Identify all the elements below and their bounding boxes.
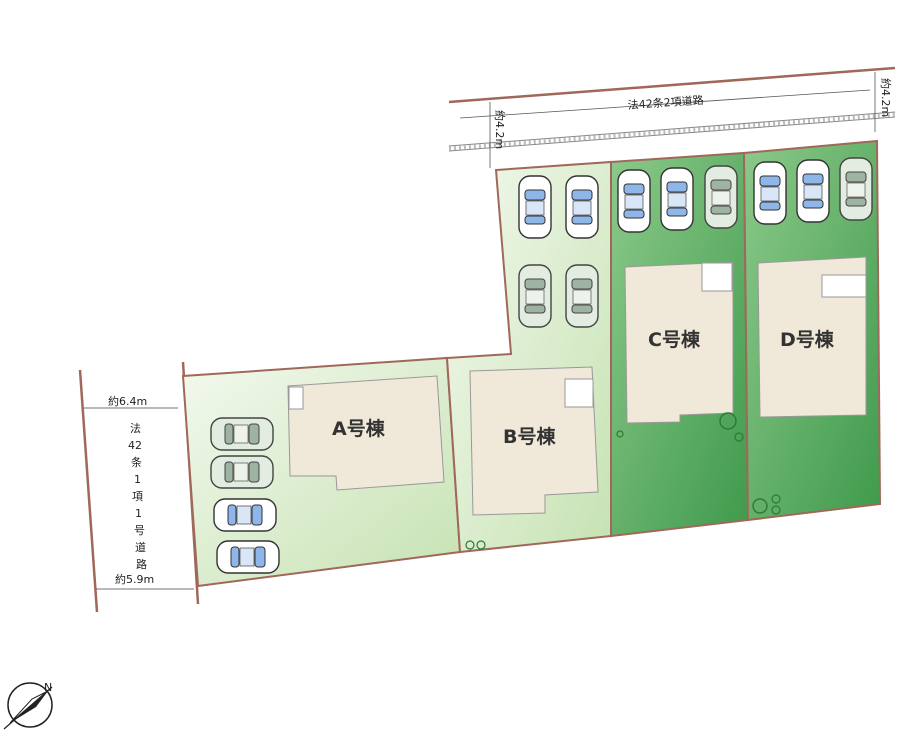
left-road-char-2: 42 bbox=[128, 439, 142, 452]
tree-c-1 bbox=[719, 412, 737, 430]
car-b-3 bbox=[518, 264, 552, 328]
house-a-label: A号棟 bbox=[332, 417, 386, 440]
car-b-2 bbox=[565, 175, 599, 239]
left-road-char-3: 条 bbox=[131, 455, 142, 469]
lot-a: A号棟 bbox=[181, 356, 462, 588]
house-d-label: D号棟 bbox=[780, 328, 835, 351]
shrub-b-1 bbox=[465, 540, 475, 550]
left-road-width-top: 約6.4m bbox=[108, 394, 147, 408]
left-road-width-bottom: 約5.9m bbox=[115, 572, 154, 586]
house-b-label: B号棟 bbox=[503, 425, 556, 448]
left-road: 約6.4m 約5.9m 法 42 条 1 項 1 号 道 路 bbox=[78, 361, 200, 613]
car-d-1 bbox=[753, 161, 787, 225]
car-d-3 bbox=[839, 157, 873, 221]
lot-c: C号棟 bbox=[610, 151, 750, 538]
car-c-2 bbox=[660, 167, 694, 231]
car-a-3 bbox=[213, 498, 277, 532]
car-a-1 bbox=[210, 417, 274, 451]
svg-text:N: N bbox=[44, 681, 52, 694]
house-c-label: C号棟 bbox=[648, 328, 701, 351]
top-road-width-right: 約4.2m bbox=[879, 78, 893, 117]
left-road-char-5: 項 bbox=[132, 490, 143, 503]
car-c-3 bbox=[704, 165, 738, 229]
tree-d-1 bbox=[752, 498, 768, 514]
car-b-4 bbox=[565, 264, 599, 328]
top-road-name: 法42条2項道路 bbox=[627, 93, 704, 112]
left-road-name: 法 42 条 1 項 1 号 道 路 bbox=[128, 421, 147, 571]
left-road-char-4: 1 bbox=[134, 473, 141, 486]
lot-b: B号棟 bbox=[445, 160, 612, 554]
left-road-char-9: 路 bbox=[136, 558, 147, 571]
left-road-char-7: 号 bbox=[134, 524, 145, 537]
top-road-width-left: 約4.2m bbox=[493, 110, 507, 149]
car-a-2 bbox=[210, 455, 274, 489]
shrub-c-1 bbox=[616, 430, 624, 438]
house-c-footprint bbox=[624, 261, 734, 424]
left-road-char-6: 1 bbox=[135, 507, 142, 520]
lot-d: D号棟 bbox=[742, 139, 882, 522]
shrub-b-2 bbox=[476, 540, 486, 550]
north-arrow-icon: N bbox=[3, 681, 53, 730]
car-b-1 bbox=[518, 175, 552, 239]
tree-c-2 bbox=[734, 432, 744, 442]
top-road: 法42条2項道路 約4.2m 約4.2m bbox=[448, 66, 896, 168]
car-d-2 bbox=[796, 159, 830, 223]
house-a-footprint bbox=[287, 375, 445, 491]
left-road-char-8: 道 bbox=[135, 540, 146, 554]
tree-d-3 bbox=[771, 505, 781, 515]
car-a-4 bbox=[216, 540, 280, 574]
left-road-char-1: 法 bbox=[130, 421, 141, 435]
car-c-1 bbox=[617, 169, 651, 233]
tree-d-2 bbox=[771, 494, 781, 504]
